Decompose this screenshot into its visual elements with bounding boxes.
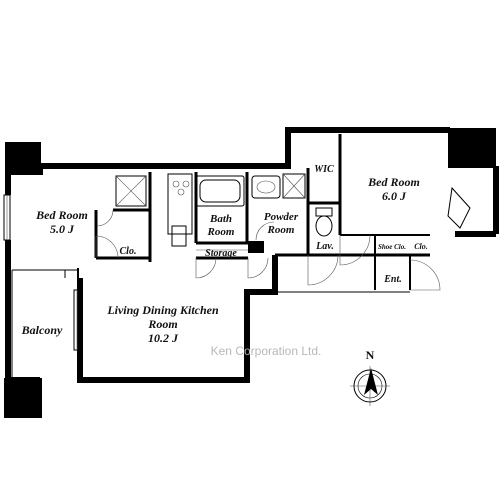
compass-north-label: N <box>366 348 375 362</box>
living-room-label-line2: Room <box>147 317 177 331</box>
structural-columns <box>4 128 496 418</box>
fixtures <box>115 173 333 251</box>
bedroom-1-name: Bed Room <box>35 208 88 222</box>
door-swings <box>95 209 441 291</box>
entrance-label: Ent. <box>383 274 402 285</box>
bedroom-2-name: Bed Room <box>367 175 420 189</box>
windows <box>3 186 471 351</box>
storage-label: Storage <box>205 248 237 259</box>
lavatory-label: Lav. <box>315 241 334 252</box>
shoe-closet-label: Shoe Clo. <box>378 243 406 251</box>
powder-room-label-line1: Powder <box>264 211 299 223</box>
balcony-label: Balcony <box>21 323 63 337</box>
bedroom-1-size: 5.0 J <box>50 222 75 236</box>
living-room-label-line1: Living Dining Kitchen <box>106 303 219 317</box>
powder-room-label-line2: Room <box>267 224 295 236</box>
wic-label: WIC <box>314 164 334 175</box>
compass-needle-icon <box>364 368 378 395</box>
north-compass: N <box>350 348 390 406</box>
closet-1-label: Clo. <box>120 246 137 257</box>
watermark: Ken Corporation Ltd. <box>211 344 322 358</box>
closet-2-label: Clo. <box>414 242 428 251</box>
bath-room-label-line1: Bath <box>209 213 232 225</box>
bath-room-label-line2: Room <box>207 226 235 238</box>
bedroom-2-size: 6.0 J <box>382 189 407 203</box>
balcony-railing <box>6 269 78 378</box>
living-room-size: 10.2 J <box>148 331 179 345</box>
exterior-walls <box>5 127 499 383</box>
room-labels: Bed Room 5.0 J Bed Room 6.0 J Bath Room … <box>21 164 428 345</box>
